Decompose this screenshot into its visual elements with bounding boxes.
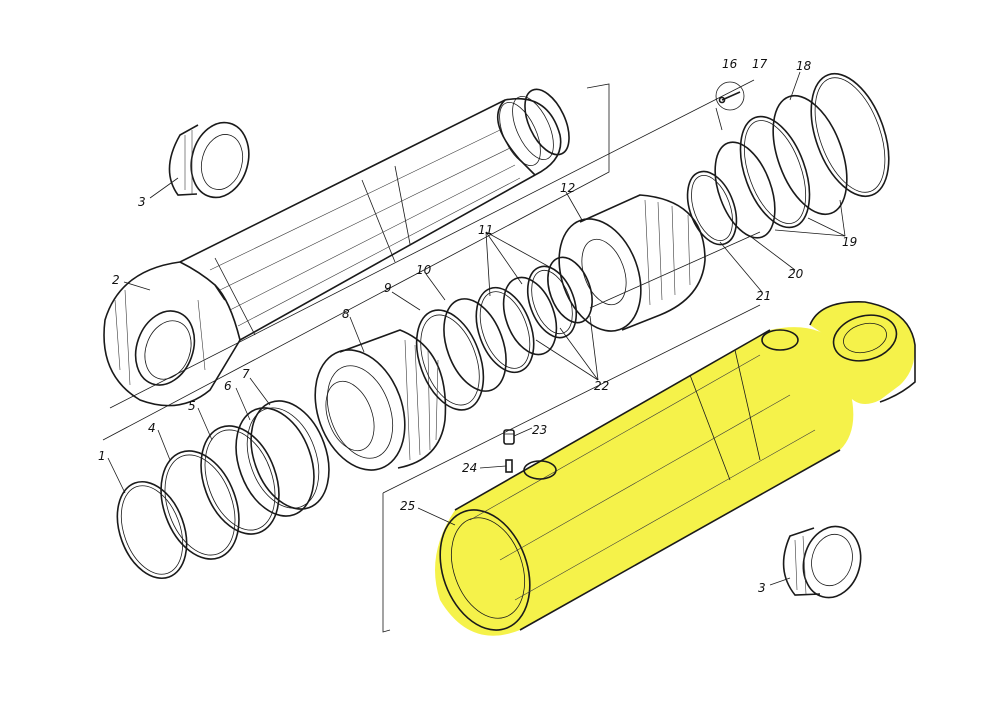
label-part-2: 2 — [112, 273, 120, 287]
label-part-6: 6 — [224, 379, 232, 393]
part-labels: 3 2 1 4 5 6 7 8 9 10 11 12 16 17 18 19 2… — [98, 57, 857, 595]
label-part-22: 22 — [594, 379, 609, 393]
label-part-3-top: 3 — [138, 195, 146, 209]
label-part-18: 18 — [796, 59, 812, 73]
label-part-20: 20 — [788, 267, 804, 281]
label-part-24: 24 — [462, 461, 477, 475]
label-part-5: 5 — [188, 399, 196, 413]
bushing-part-3-bottom — [782, 525, 862, 599]
label-part-23: 23 — [532, 423, 547, 437]
seal-rings-left — [116, 400, 330, 580]
label-part-3-bottom: 3 — [758, 581, 766, 595]
seal-rings-right — [686, 72, 890, 246]
label-part-17: 17 — [752, 57, 768, 71]
bushing-part-3-top — [168, 121, 250, 199]
piston-rod-part-2 — [103, 88, 570, 407]
label-part-25: 25 — [400, 499, 415, 513]
gland-part-8 — [314, 329, 447, 471]
cylinder-barrel-part-25 — [435, 301, 916, 636]
pin-parts-16-17 — [715, 81, 745, 131]
piston-part-12 — [558, 194, 706, 332]
label-part-10: 10 — [416, 263, 432, 277]
leader-lines — [107, 71, 846, 586]
frame-lines — [102, 79, 761, 633]
label-part-7: 7 — [242, 367, 250, 381]
label-part-4: 4 — [148, 421, 156, 435]
label-part-16: 16 — [722, 57, 738, 71]
label-part-8: 8 — [342, 307, 350, 321]
label-part-9: 9 — [384, 281, 392, 295]
seal-rings-middle — [415, 256, 593, 411]
label-part-1: 1 — [98, 449, 106, 463]
label-part-21: 21 — [756, 289, 771, 303]
label-part-12: 12 — [560, 181, 575, 195]
label-part-11: 11 — [478, 223, 493, 237]
label-part-19: 19 — [842, 235, 857, 249]
